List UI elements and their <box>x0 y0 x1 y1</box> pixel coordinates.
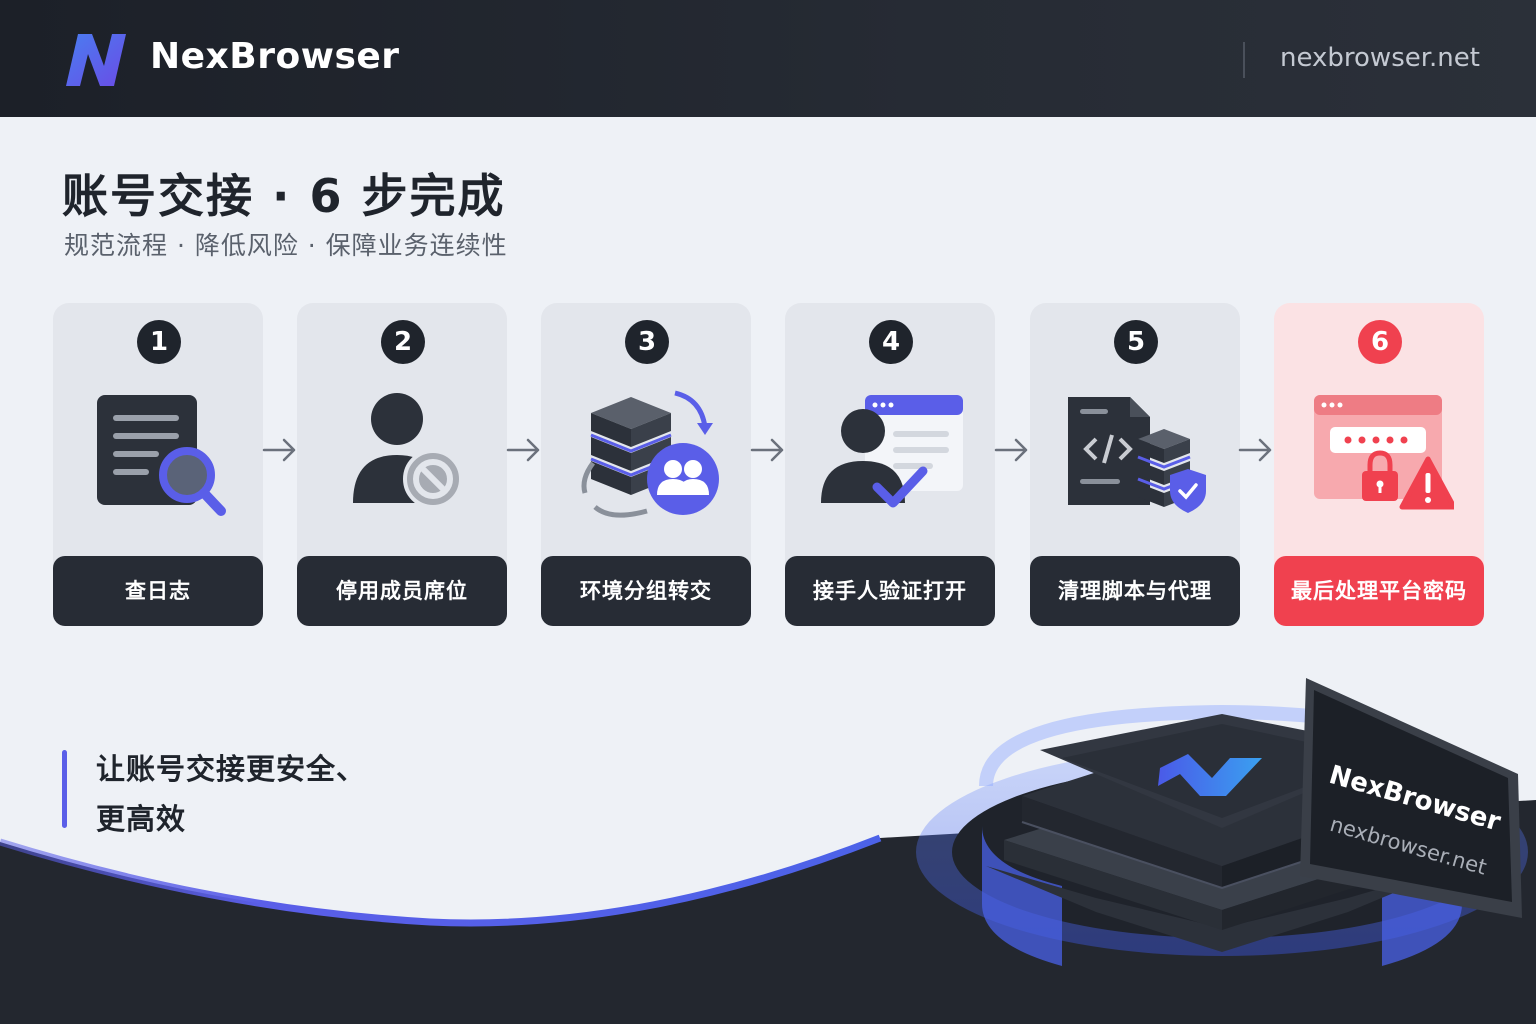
header-bar: NexBrowser nexbrowser.net <box>0 0 1536 117</box>
log-search-icon <box>97 395 226 516</box>
arrow-right-icon <box>1238 438 1272 462</box>
arrow-right-icon <box>262 438 296 462</box>
step-card-5: 5 清理脚本与代理 <box>1030 303 1240 626</box>
slogan-accent-bar <box>62 750 67 828</box>
step-label[interactable]: 环境分组转交 <box>541 556 751 626</box>
step-number-badge: 4 <box>869 320 913 364</box>
step-card-4: 4 接手人验证打开 <box>785 303 995 626</box>
step-card-2: 2 停用成员席位 <box>297 303 507 626</box>
step-number-badge: 5 <box>1114 320 1158 364</box>
page-subtitle: 规范流程 · 降低风险 · 保障业务连续性 <box>64 231 508 260</box>
step-card-3: 3 环境分组转交 <box>541 303 751 626</box>
arrow-right-icon <box>994 438 1028 462</box>
step-card-1: 1 查日志 <box>53 303 263 626</box>
step-label[interactable]: 清理脚本与代理 <box>1030 556 1240 626</box>
brand-name[interactable]: NexBrowser <box>150 36 400 77</box>
step-number-badge: 3 <box>625 320 669 364</box>
password-warning-icon <box>1314 395 1454 510</box>
user-verify-icon <box>821 395 963 508</box>
step-number-badge: 6 <box>1358 320 1402 364</box>
header-domain[interactable]: nexbrowser.net <box>1280 43 1480 73</box>
nexbrowser-logo-icon <box>66 34 126 86</box>
arrow-right-icon <box>750 438 784 462</box>
arrow-right-icon <box>506 438 540 462</box>
step-label[interactable]: 接手人验证打开 <box>785 556 995 626</box>
step-label[interactable]: 查日志 <box>53 556 263 626</box>
script-proxy-clean-icon <box>1068 397 1206 513</box>
header-divider <box>1243 42 1245 78</box>
step-label[interactable]: 最后处理平台密码 <box>1274 556 1484 626</box>
slogan-line-1: 让账号交接更安全、 <box>96 752 367 786</box>
step-number-badge: 1 <box>137 320 181 364</box>
step-number-badge: 2 <box>381 320 425 364</box>
brand-sign-panel <box>1300 678 1522 918</box>
step-label[interactable]: 停用成员席位 <box>297 556 507 626</box>
step-card-6: 6 最后处理平台密码 <box>1274 303 1484 626</box>
page-title: 账号交接 · 6 步完成 <box>62 169 506 223</box>
user-disabled-icon <box>353 393 463 509</box>
environment-transfer-icon <box>581 390 719 518</box>
slogan-line-2: 更高效 <box>96 802 187 836</box>
